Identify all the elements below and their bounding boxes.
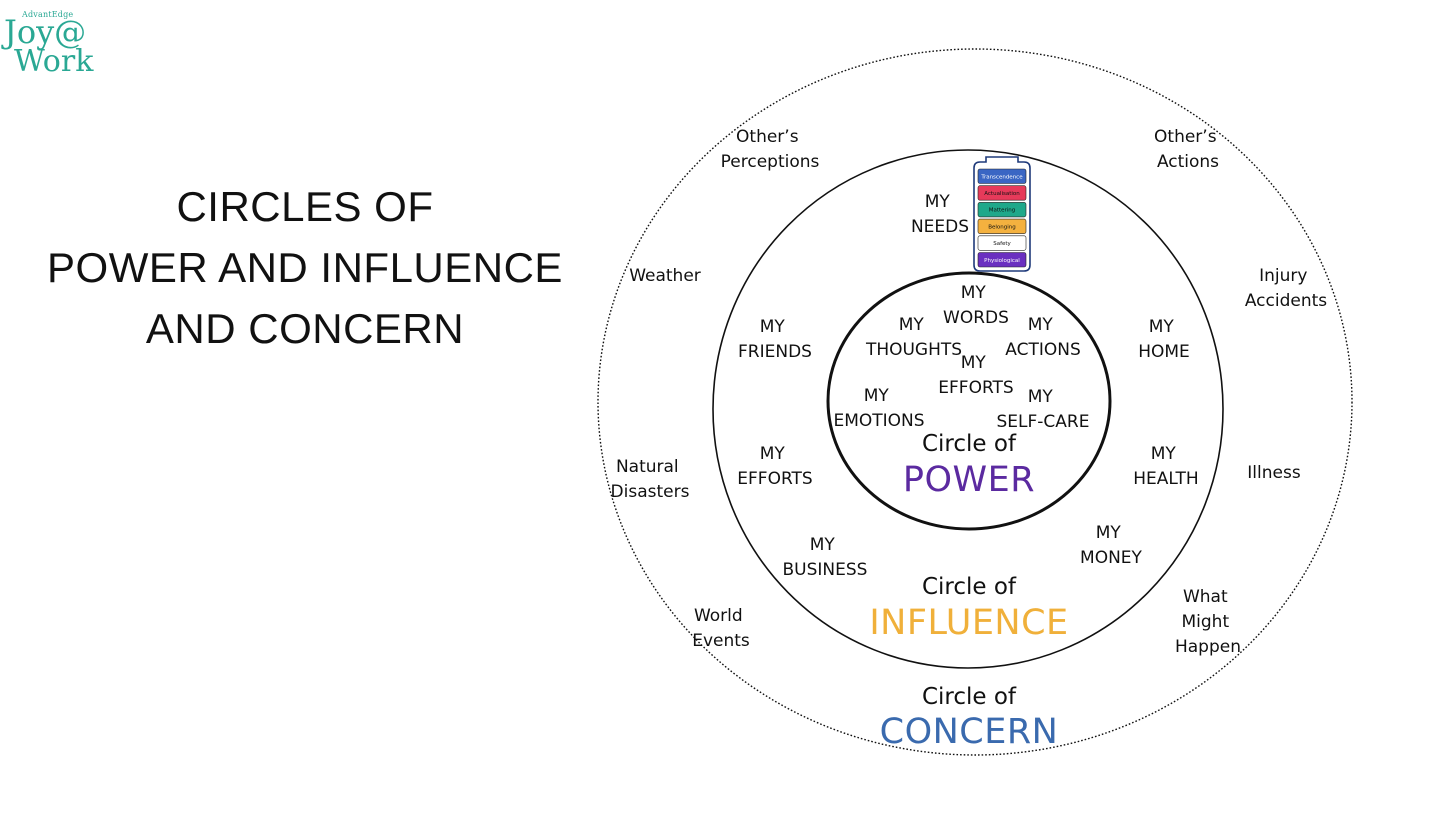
title-line-3: AND CONCERN (145, 305, 465, 352)
battery-level-label: Physiological (984, 258, 1020, 264)
concern-item-others-perceptions: Other’s Perceptions (721, 127, 820, 172)
influence-item-home: MY HOME (1138, 317, 1190, 362)
power-item-efforts: MY EFFORTS (938, 353, 1013, 398)
concern-item-world-events: World Events (692, 606, 750, 651)
influence-items: MY NEEDS MY FRIENDS MY HOME MY EFFORTS M… (737, 192, 1198, 643)
battery-level-actualisation (977, 185, 1027, 201)
logo-line-joy: Joy@ (4, 13, 87, 51)
power-item-thoughts: MY THOUGHTS (865, 315, 962, 360)
battery-level-mattering (977, 202, 1027, 218)
influence-circle (712, 149, 1224, 669)
needs-battery: TranscendenceActualisationMatteringBelon… (973, 156, 1031, 272)
power-items: MY WORDS MY THOUGHTS MY ACTIONS MY EFFOR… (833, 283, 1089, 500)
title-line-1: CIRCLES OF (176, 183, 434, 230)
power-item-actions: MY ACTIONS (1005, 315, 1081, 360)
logo-line-work: Work (14, 44, 94, 79)
concern-circle-title: CONCERN (880, 712, 1059, 752)
concern-circle-label: Circle of (922, 684, 1017, 710)
power-circle-title: POWER (903, 460, 1035, 500)
influence-item-friends: MY FRIENDS (738, 317, 812, 362)
power-item-words: MY WORDS (943, 283, 1009, 328)
power-item-self-care: MY SELF-CARE (997, 387, 1090, 432)
battery-level-label: Mattering (989, 208, 1016, 214)
battery-level-label: Actualisation (984, 191, 1020, 197)
influence-circle-title: INFLUENCE (869, 603, 1068, 643)
battery-level-label: Belonging (988, 224, 1016, 230)
power-item-emotions: MY EMOTIONS (833, 386, 924, 431)
power-circle (826, 271, 1112, 531)
battery-level-safety (977, 235, 1027, 251)
concern-item-what-might-happen: What Might Happen (1175, 587, 1241, 657)
influence-item-efforts: MY EFFORTS (737, 444, 812, 489)
influence-circle-label: Circle of (922, 574, 1017, 600)
concern-item-others-actions: Other’s Actions (1154, 127, 1222, 172)
concern-item-natural-disasters: Natural Disasters (611, 457, 690, 502)
battery-level-label: Safety (993, 241, 1011, 247)
power-circle-label: Circle of (922, 431, 1017, 457)
battery-level-physiological (977, 252, 1027, 268)
concern-item-injury-accidents: Injury Accidents (1245, 266, 1327, 311)
battery-level-label: Transcendence (980, 174, 1023, 180)
title-line-2: POWER AND INFLUENCE (47, 244, 563, 291)
battery-level-belonging (977, 218, 1027, 234)
influence-item-health: MY HEALTH (1133, 444, 1198, 489)
influence-item-needs: MY NEEDS (911, 192, 969, 237)
influence-item-money: MY MONEY (1080, 523, 1143, 568)
page-title: CIRCLES OF POWER AND INFLUENCE AND CONCE… (40, 176, 570, 359)
concern-item-weather: Weather (629, 266, 701, 286)
joy-at-work-logo: AdvantEdge Joy@ Work (4, 8, 114, 84)
concern-circle (597, 48, 1353, 756)
concern-items: Other’s Perceptions Other’s Actions Weat… (611, 127, 1328, 752)
logo-brand-small: AdvantEdge (22, 10, 74, 19)
battery-level-transcendence (977, 168, 1027, 184)
concern-item-illness: Illness (1247, 463, 1301, 483)
influence-item-business: MY BUSINESS (783, 535, 868, 580)
